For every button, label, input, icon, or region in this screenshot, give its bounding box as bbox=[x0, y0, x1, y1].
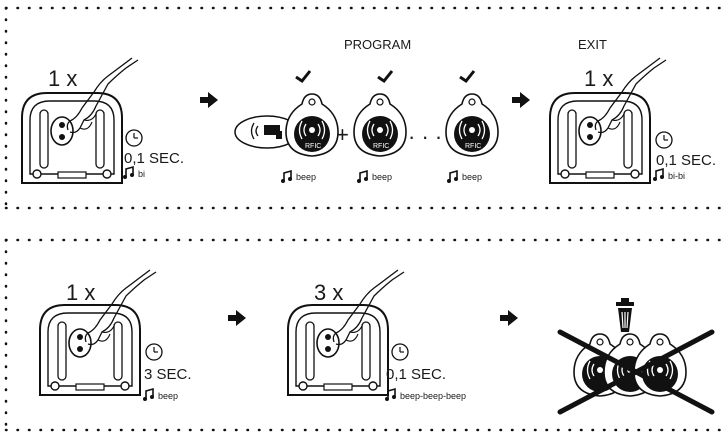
clock-icon bbox=[145, 343, 163, 361]
music-note-icon bbox=[280, 170, 293, 184]
delete2-time: 0,1 SEC. bbox=[386, 366, 447, 383]
check-icon bbox=[458, 69, 476, 83]
delete1-time: 3 SEC. bbox=[144, 366, 192, 383]
tag-label: RFIC bbox=[465, 143, 482, 150]
delete2-count: 3 x bbox=[314, 280, 344, 305]
exit-title: EXIT bbox=[578, 37, 607, 52]
exit-sound: bi-bi bbox=[668, 171, 686, 181]
plus-sign: + bbox=[336, 122, 349, 147]
music-note-icon bbox=[142, 388, 155, 402]
right-arrow-icon bbox=[512, 92, 530, 108]
clock-icon bbox=[391, 343, 409, 361]
tag-label: RFIC bbox=[373, 143, 390, 150]
delete2-sound: beep-beep-beep bbox=[400, 391, 467, 401]
delete1-count: 1 x bbox=[66, 280, 96, 305]
step1-time: 0,1 SEC. bbox=[124, 150, 185, 167]
check-icon bbox=[294, 69, 312, 83]
right-arrow-icon bbox=[500, 310, 518, 326]
bottom-panel-border bbox=[4, 238, 724, 432]
ellipsis-dots: · · · bbox=[408, 124, 443, 149]
clock-icon bbox=[655, 131, 673, 149]
step1-sound: bi bbox=[138, 169, 146, 179]
right-arrow-icon bbox=[200, 92, 218, 108]
tag2-sound: beep bbox=[372, 172, 393, 182]
trash-icon bbox=[616, 298, 634, 332]
rfid-reader-icon bbox=[234, 115, 300, 149]
program-title: PROGRAM bbox=[344, 37, 412, 52]
device-delete1-hand-press-icon bbox=[39, 269, 157, 396]
exit-count: 1 x bbox=[584, 66, 614, 91]
music-note-icon bbox=[652, 168, 665, 182]
music-note-icon bbox=[446, 170, 459, 184]
top-panel-border bbox=[4, 6, 724, 210]
music-note-icon bbox=[122, 166, 135, 180]
delete1-sound: beep bbox=[158, 391, 179, 401]
tag3-sound: beep bbox=[462, 172, 483, 182]
tag1-sound: beep bbox=[296, 172, 317, 182]
right-arrow-icon bbox=[228, 310, 246, 326]
check-icon bbox=[376, 69, 394, 83]
clock-icon bbox=[125, 129, 143, 147]
music-note-icon bbox=[356, 170, 369, 184]
step1-count: 1 x bbox=[48, 66, 78, 91]
device-step1-hand-press-icon bbox=[21, 57, 139, 184]
exit-time: 0,1 SEC. bbox=[656, 152, 717, 169]
tag-label: RFIC bbox=[305, 143, 322, 150]
cross-icon bbox=[557, 329, 715, 415]
